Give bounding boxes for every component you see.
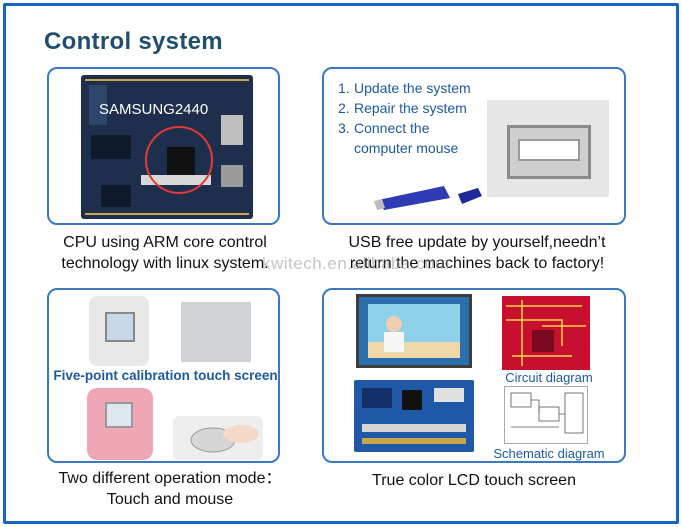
caption-cpu: CPU using ARM core control technology wi… [61,234,269,272]
highlight-circle [145,126,213,194]
cpu-board-image [81,75,253,219]
page-title: Control system [44,28,223,55]
panel-usb: 1.Update the system 2.Repair the system … [322,67,626,225]
schematic-diagram-label: Schematic diagram [493,446,605,461]
panel-lcd: Circuit diagram Schematic diagram [322,288,626,463]
lcd-photo-icon [368,304,460,358]
mouse-image [173,416,263,460]
schematic-lines-icon [510,392,584,434]
outer-frame [3,3,679,524]
caption-lcd: True color LCD touch screen [372,472,576,489]
device-screen [105,402,133,428]
panel-cpu: SAMSUNG2440 [47,67,280,225]
circuit-traces-icon [506,300,586,366]
list-item: 1.Update the system [338,80,471,96]
mouse-icon [190,425,259,453]
panel-touch: Five-point calibration touch screen [47,288,280,463]
list-item: 3.Connect the [338,120,430,136]
circuit-diagram-label: Circuit diagram [505,370,593,385]
schematic-diagram-image [504,386,588,444]
usb-stick-icon [374,186,482,210]
watermark: kwitech.en.alibaba.com [262,254,450,273]
device-screen [105,312,135,342]
circuit-diagram-image [502,296,590,370]
caption-touch: Two different operation mode： Touch and … [58,470,282,508]
pcb-traces-icon [85,79,249,215]
control-board-image [354,380,474,452]
list-item-continuation: computer mouse [354,140,459,156]
caption-usb: USB free update by yourself,needn’t retu… [348,234,606,272]
list-item: 2.Repair the system [338,100,467,116]
lcd-screen [368,304,460,358]
hand-touch-image [181,302,251,362]
calibration-label: Five-point calibration touch screen [53,368,278,383]
board-label: SAMSUNG2440 [99,101,209,118]
update-steps-list: 1.Update the system 2.Repair the system … [338,78,471,158]
usb-port-slot [518,139,580,161]
pcb-components-icon [362,388,466,444]
